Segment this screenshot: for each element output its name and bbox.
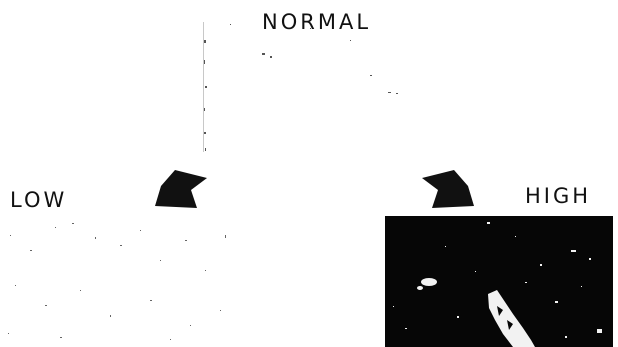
label-high: HIGH <box>525 186 591 207</box>
arrow-to-low <box>155 166 207 212</box>
down-right-arrow-icon <box>422 166 474 212</box>
arrow-to-high <box>422 166 474 212</box>
high-image <box>385 216 613 347</box>
down-left-arrow-icon <box>155 166 207 212</box>
low-image-panel <box>0 215 245 347</box>
high-image-panel <box>385 216 613 347</box>
label-low: LOW <box>10 190 67 211</box>
low-image <box>0 215 245 347</box>
normal-image-panel <box>200 20 415 160</box>
normal-image <box>200 20 415 160</box>
label-normal: NORMAL <box>262 12 371 33</box>
